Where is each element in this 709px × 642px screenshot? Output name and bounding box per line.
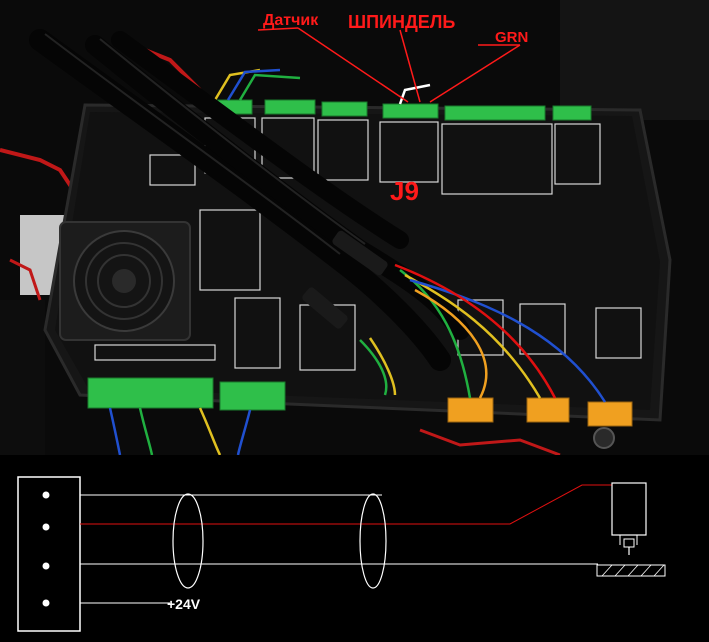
connector-pin-1 [42,491,50,499]
sensor-label: Датчик [263,12,319,29]
wiring-diagram-svg: +24V [17,476,666,632]
wire-pin-2-red [80,484,612,525]
supply-voltage-label: +24V [167,596,201,612]
connector-pin-3 [42,562,50,570]
sensor-plate [596,564,666,577]
wiring-diagram: +24V [0,455,709,642]
grn-label: GRN [495,29,528,46]
spindle-label: ШПИНДЕЛЬ [348,12,455,32]
sensor-body [611,482,647,536]
connector-block [17,476,81,632]
controller-board-photo: Датчик ШПИНДЕЛЬ GRN J9 [0,0,709,455]
connector-pin-4 [42,599,50,607]
connector-pin-2 [42,523,50,531]
cable-shield-right [359,493,387,589]
sensor-tip [623,538,635,548]
photo-illustration: Датчик ШПИНДЕЛЬ GRN J9 [0,12,672,455]
cable-shield-left [172,493,204,589]
j9-label: J9 [390,176,419,206]
